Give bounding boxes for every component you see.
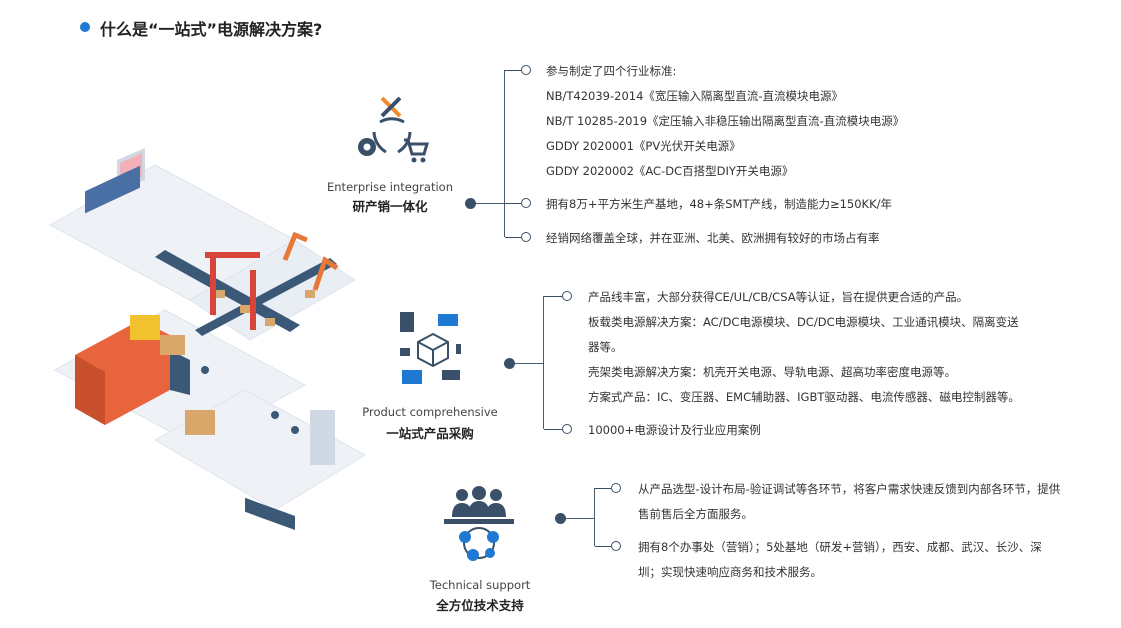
item-text: GDDY 2020002《AC-DC百搭型DIY开关电源》 (546, 164, 794, 178)
section-3-cn-label: 全方位技术支持 (436, 598, 524, 613)
section-3-node (555, 513, 566, 524)
title-bullet (80, 22, 90, 32)
item-text: 从产品选型-设计布局-验证调试等各环节，将客户需求快速反馈到内部各环节，提供 (638, 482, 1061, 496)
connector-line (471, 203, 505, 204)
section-2-cn-label: 一站式产品采购 (386, 426, 474, 441)
item-text: 经销网络覆盖全球，并在亚洲、北美、欧洲拥有较好的市场占有率 (546, 231, 880, 245)
item-text: NB/T42039-2014《宽压输入隔离型直流-直流模块电源》 (546, 89, 844, 103)
item-text: 板载类电源解决方案：AC/DC电源模块、DC/DC电源模块、工业通讯模块、隔离变… (588, 315, 1019, 329)
item-text: 壳架类电源解决方案：机壳开关电源、导轨电源、超高功率密度电源等。 (588, 365, 956, 379)
section-1-en-label: Enterprise integration (327, 180, 453, 194)
section-1-node (465, 198, 476, 209)
item-text: 器等。 (588, 340, 623, 354)
section-2-node (504, 358, 515, 369)
section-3-bracket (594, 488, 595, 546)
stem (544, 296, 562, 297)
section-2-bracket (543, 296, 544, 429)
item-text: 售前售后全方面服务。 (638, 507, 753, 521)
page-title: 什么是“一站式”电源解决方案? (100, 20, 323, 39)
item-text: 产品线丰富，大部分获得CE/UL/CB/CSA等认证，旨在提供更合适的产品。 (588, 290, 969, 304)
item-ring (562, 291, 572, 301)
factory-illustration (48, 148, 365, 530)
connector-line (510, 363, 544, 364)
section-1-cn-label: 研产销一体化 (352, 199, 428, 214)
item-text: 圳；实现快速响应商务和技术服务。 (638, 565, 822, 579)
item-text: 拥有8个办事处（营销）；5处基地（研发+营销），西安、成都、武汉、长沙、深 (638, 540, 1042, 554)
stem (595, 546, 611, 547)
section-3-en-label: Technical support (429, 578, 531, 592)
stem (505, 237, 521, 238)
item-text: 拥有8万+平方米生产基地，48+条SMT产线，制造能力≥150KK/年 (546, 197, 893, 211)
section-2-en-label: Product comprehensive (362, 405, 498, 419)
item-ring (521, 198, 531, 208)
item-ring (611, 541, 621, 551)
connector-line (561, 518, 595, 519)
item-ring (562, 424, 572, 434)
section-1-bracket (504, 70, 505, 237)
team-support-icon (444, 486, 514, 561)
products-cube-icon (400, 312, 461, 384)
stem (505, 203, 521, 204)
stem (595, 488, 611, 489)
item-text: 参与制定了四个行业标准: (546, 64, 677, 78)
item-ring (611, 483, 621, 493)
item-text: GDDY 2020001《PV光伏开关电源》 (546, 139, 741, 153)
item-ring (521, 65, 531, 75)
item-text: 10000+电源设计及行业应用案例 (588, 423, 761, 437)
item-ring (521, 232, 531, 242)
item-text: 方案式产品：IC、变压器、EMC辅助器、IGBT驱动器、电流传感器、磁电控制器等… (588, 390, 1020, 404)
item-text: NB/T 10285-2019《定压输入非稳压输出隔离型直流-直流模块电源》 (546, 114, 905, 128)
tools-cycle-icon (358, 96, 430, 163)
stem (544, 429, 562, 430)
stem (505, 70, 521, 71)
